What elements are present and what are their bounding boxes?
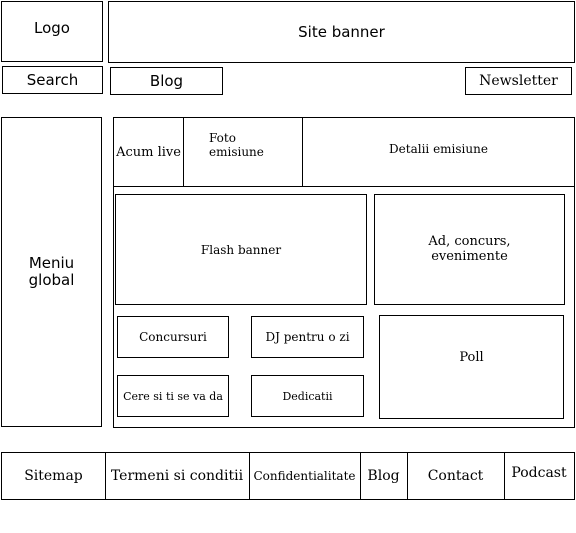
search-box[interactable]: Search xyxy=(2,66,103,94)
logo-box[interactable]: Logo xyxy=(1,1,103,62)
dj-pentru-o-zi-label: DJ pentru o zi xyxy=(265,330,350,344)
dedicatii-label: Dedicatii xyxy=(282,389,333,403)
ad-concurs-line2: evenimente xyxy=(431,248,508,264)
poll-box[interactable]: Poll xyxy=(379,315,564,419)
global-menu-line1: Meniu xyxy=(28,253,75,272)
footer-label-confidentialitate: Confidentialitate xyxy=(253,469,356,483)
foto-emisiune-line2: emisiune xyxy=(209,144,264,159)
global-menu-line2: global xyxy=(28,271,75,289)
global-menu-box[interactable]: Meniu global xyxy=(1,117,102,427)
flash-banner-box[interactable]: Flash banner xyxy=(115,194,367,305)
flash-banner-label: Flash banner xyxy=(200,242,282,257)
blog-nav-box[interactable]: Blog xyxy=(110,67,223,95)
newsletter-box[interactable]: Newsletter xyxy=(465,67,572,95)
footer-label-sitemap: Sitemap xyxy=(24,468,83,484)
ad-concurs-line1: Ad, concurs, xyxy=(428,233,511,249)
footer-label-blog: Blog xyxy=(367,468,400,484)
site-banner-label: Site banner xyxy=(298,23,385,41)
footer-item-sitemap[interactable]: Sitemap xyxy=(2,453,106,499)
footer-label-termeni: Termeni si conditii xyxy=(110,468,244,484)
footer-label-contact: Contact xyxy=(427,468,484,484)
concursuri-label: Concursuri xyxy=(139,330,207,344)
logo-label: Logo xyxy=(34,19,70,37)
blog-nav-label: Blog xyxy=(149,72,184,90)
cere-label: Cere si ti se va da xyxy=(123,389,223,403)
concursuri-box[interactable]: Concursuri xyxy=(117,316,229,358)
footer-item-termeni[interactable]: Termeni si conditii xyxy=(105,453,250,499)
footer-item-blog[interactable]: Blog xyxy=(360,453,408,499)
cere-box[interactable]: Cere si ti se va da xyxy=(117,375,229,417)
footer-bar: Sitemap Termeni si conditii Confidential… xyxy=(1,452,575,500)
ad-concurs-box[interactable]: Ad, concurs, evenimente xyxy=(374,194,565,305)
footer-item-confidentialitate[interactable]: Confidentialitate xyxy=(249,453,361,499)
newsletter-label: Newsletter xyxy=(479,73,558,89)
acum-live-box[interactable]: Acum live xyxy=(113,117,184,187)
dedicatii-box[interactable]: Dedicatii xyxy=(251,375,364,417)
site-banner-box[interactable]: Site banner xyxy=(108,1,575,63)
dj-pentru-o-zi-box[interactable]: DJ pentru o zi xyxy=(251,316,364,358)
search-label: Search xyxy=(26,71,79,89)
footer-item-contact[interactable]: Contact xyxy=(407,453,505,499)
foto-emisiune-line1: Foto xyxy=(209,131,236,145)
foto-emisiune-box[interactable]: Foto emisiune xyxy=(183,117,303,187)
footer-item-podcast[interactable]: Podcast xyxy=(504,453,574,499)
acum-live-label: Acum live xyxy=(116,144,181,160)
footer-label-podcast: Podcast xyxy=(511,465,567,481)
detalii-emisiune-label: Detalii emisiune xyxy=(389,142,488,156)
poll-label: Poll xyxy=(459,350,484,365)
detalii-emisiune-box[interactable]: Detalii emisiune xyxy=(302,117,575,187)
